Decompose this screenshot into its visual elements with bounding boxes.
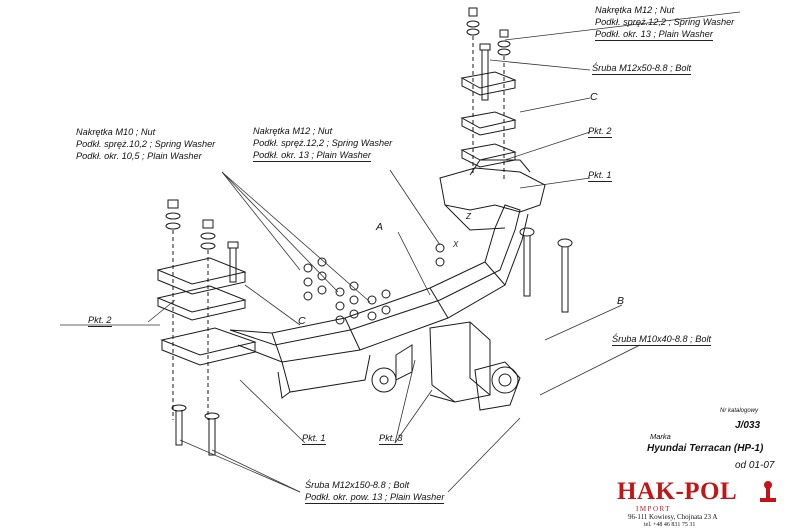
callout-bolt-m10x40: Śruba M10x40-8.8 ; Bolt	[612, 334, 712, 346]
axis-z-label: Z	[466, 212, 471, 221]
callout-left-nut-1: Nakrętka M10 ; Nut	[76, 127, 156, 137]
middle-washer-grid	[303, 243, 445, 325]
callout-mid-nut-3: Podkł. okr. 13 ; Plain Washer	[253, 150, 371, 162]
top-fasteners	[466, 7, 511, 180]
brand-sub: IMPORT	[636, 505, 672, 513]
right-mounting-bracket	[439, 159, 546, 231]
callout-top-nut-3: Podkł. okr. 13 ; Plain Washer	[595, 29, 713, 41]
left-plates-c	[156, 257, 257, 366]
brand-phone: tel. +48 46 831 75 31	[644, 522, 696, 528]
callout-letter-c-left: C	[298, 315, 306, 327]
callout-bolt-m12x150-1: Śruba M12x150-8.8 ; Bolt	[305, 480, 410, 490]
callout-left-nut-2: Podkł. spręż.10,2 ; Spring Washer	[76, 139, 216, 149]
top-plates-c	[460, 71, 517, 168]
callout-bolt-m12x150-2: Podkł. okr. pow. 13 ; Plain Washer	[305, 492, 445, 504]
catalog-label: Nr katalogowy	[720, 408, 759, 414]
hak-pol-logo: HAK-POL	[617, 478, 738, 505]
callout-top-nut-1: Nakrętka M12 ; Nut	[595, 5, 675, 15]
callout-bolt-m12x50: Śruba M12x50-8.8 ; Bolt	[592, 63, 692, 75]
tow-bar-beam	[229, 204, 529, 399]
callout-pkt1-bottom: Pkt. 1	[302, 433, 326, 445]
valid-from: od 01-07	[735, 460, 775, 471]
callout-pkt2-left: Pkt. 2	[88, 315, 112, 327]
right-long-bolts	[519, 227, 573, 313]
callout-mid-nut-1: Nakrętka M12 ; Nut	[253, 126, 333, 136]
callout-top-nut-2: Podkł. spręż.12,2 ; Spring Washer	[595, 17, 735, 27]
brand-address: 96-111 Kowiesy, Chojnata 23 A	[628, 513, 718, 521]
callout-mid-nut-2: Podkł. spręż.12,2 ; Spring Washer	[253, 138, 393, 148]
axis-x-label: X	[453, 240, 459, 249]
vehicle-model: Hyundai Terracan (HP-1)	[647, 443, 764, 454]
callout-letter-b: B	[617, 295, 625, 307]
callout-left-nut-3: Podkł. okr. 10,5 ; Plain Washer	[76, 151, 202, 161]
callout-pkt2-right: Pkt. 2	[588, 126, 612, 138]
callout-pkt1-right: Pkt. 1	[588, 170, 612, 182]
make-label: Marka	[650, 432, 671, 441]
callout-letter-a: A	[376, 221, 384, 233]
catalog-number: J/033	[735, 420, 761, 431]
callout-pkt3: Pkt. 3	[379, 433, 403, 445]
ball-mount-b	[371, 321, 521, 411]
tow-hook-logo-icon	[760, 481, 776, 502]
callout-letter-c-top: C	[590, 91, 598, 103]
leader-lines	[60, 11, 741, 493]
left-fasteners	[165, 199, 239, 456]
